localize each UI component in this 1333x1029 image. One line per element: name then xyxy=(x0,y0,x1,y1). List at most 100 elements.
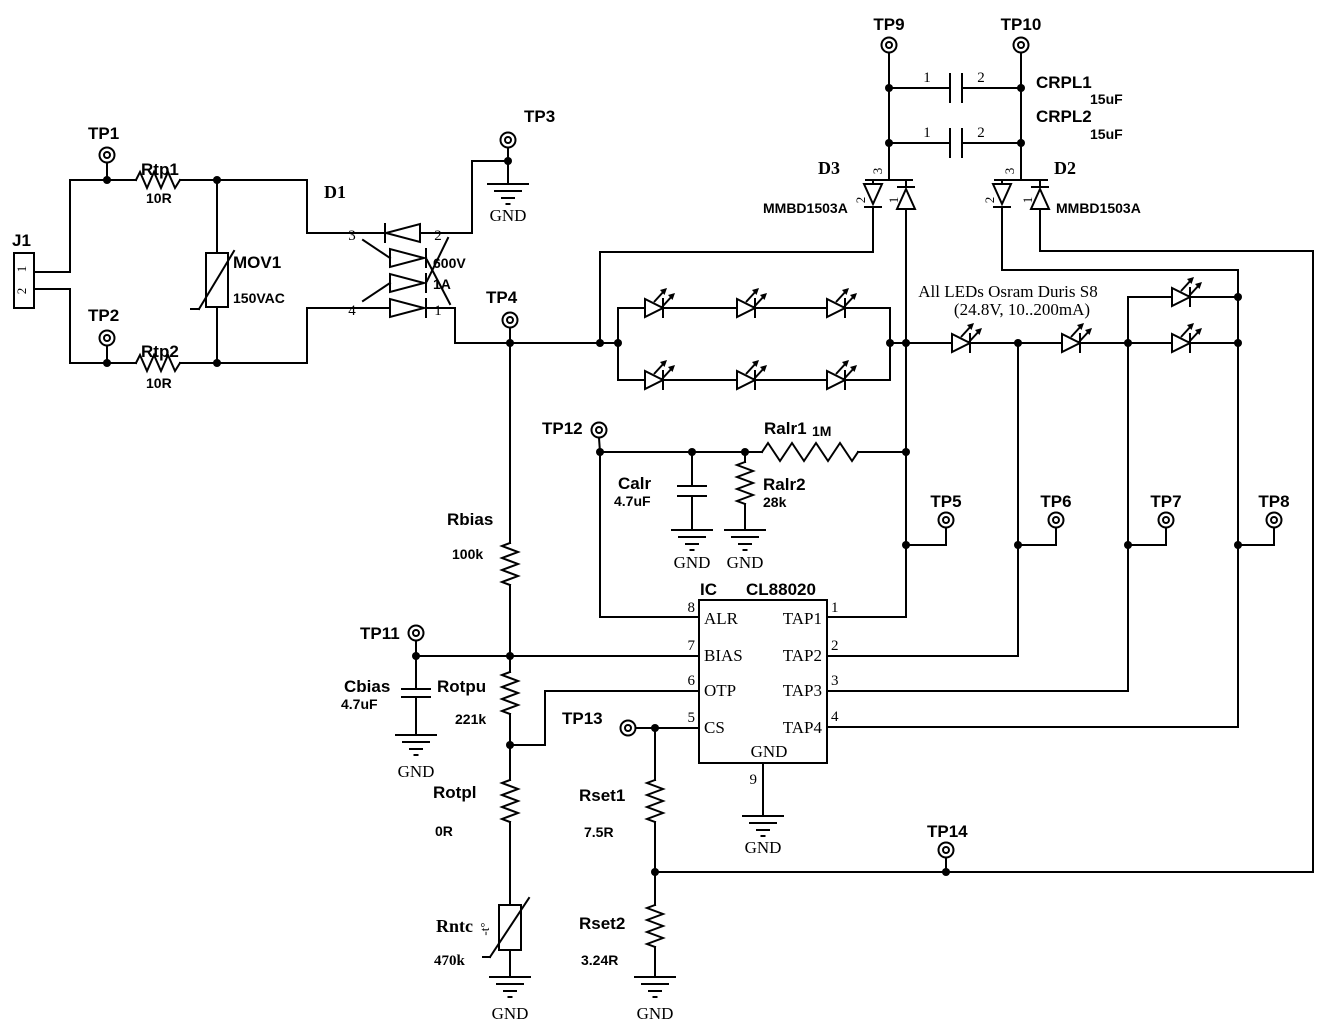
tp2-label: TP2 xyxy=(88,306,119,325)
crpl1-value: 15uF xyxy=(1090,91,1123,107)
gnd-symbol xyxy=(394,734,438,756)
rbias-label: Rbias xyxy=(447,510,493,529)
d1-voltage: 600V xyxy=(433,255,466,271)
gnd-label: GND xyxy=(674,553,711,572)
ralr2-label: Ralr2 xyxy=(763,475,806,494)
rtp1-label: Rtp1 xyxy=(141,160,179,179)
tp14-label: TP14 xyxy=(927,822,968,841)
led xyxy=(1171,276,1203,308)
tp11-pad xyxy=(407,624,425,642)
led xyxy=(1061,322,1093,354)
rset2-label: Rset2 xyxy=(579,914,625,933)
resistor-rbias xyxy=(499,541,521,587)
tp10-pad xyxy=(1012,36,1030,54)
tp9-pad xyxy=(880,36,898,54)
d3-part: MMBD1503A xyxy=(763,200,848,216)
tp9-label: TP9 xyxy=(873,15,904,34)
ic-pin-tap4: TAP4 xyxy=(783,718,823,737)
mov1-label: MOV1 xyxy=(233,253,281,272)
rtp2-value: 10R xyxy=(146,375,172,391)
tp8-pad xyxy=(1265,511,1283,529)
ic-pin-otp: OTP xyxy=(704,681,736,700)
led xyxy=(1171,322,1203,354)
gnd-label: GND xyxy=(637,1004,674,1023)
gnd-symbol xyxy=(486,183,530,205)
cbias-label: Cbias xyxy=(344,677,390,696)
bridge-rectifier-d1 xyxy=(361,222,473,319)
tp13-pad xyxy=(619,719,637,737)
connector-label: J1 xyxy=(12,231,31,250)
d2-pin1-label: 1 xyxy=(1020,197,1035,204)
rbias-value: 100k xyxy=(452,546,483,562)
test-point-symbols xyxy=(98,36,1283,859)
crpl1-pin1: 1 xyxy=(923,70,931,86)
rntc-label: Rntc xyxy=(436,916,473,936)
tp8-label: TP8 xyxy=(1258,492,1289,511)
tp1-label: TP1 xyxy=(88,124,119,143)
tp10-label: TP10 xyxy=(1001,15,1042,34)
d1-pin2-label: 2 xyxy=(434,228,442,244)
cbias-value: 4.7uF xyxy=(341,696,378,712)
rset2-value: 3.24R xyxy=(581,952,618,968)
resistor-rtp2 xyxy=(134,352,182,374)
tp13-label: TP13 xyxy=(562,709,603,728)
d1-label: D1 xyxy=(324,182,346,202)
connector-pin1-label: 1 xyxy=(14,266,29,273)
gnd-symbol xyxy=(723,529,767,551)
d3-label: D3 xyxy=(818,158,840,178)
crpl2-pin1: 1 xyxy=(923,125,931,141)
led xyxy=(736,359,768,391)
ralr1-value: 1M xyxy=(812,423,831,439)
tp1-pad xyxy=(98,146,116,164)
tp4-pad xyxy=(501,311,519,329)
ic-pin-tap3: TAP3 xyxy=(783,681,822,700)
resistor-rotpu xyxy=(499,670,521,716)
connector-pin2-label: 2 xyxy=(14,288,29,295)
gnd-label: GND xyxy=(490,206,527,225)
tp6-pad xyxy=(1047,511,1065,529)
d2-pin2-label: 2 xyxy=(982,197,997,204)
led-note-line2: (24.8V, 10..200mA) xyxy=(954,300,1090,319)
ic-pin6-number: 6 xyxy=(688,673,696,689)
led xyxy=(826,287,858,319)
d3-pin2-label: 2 xyxy=(853,197,868,204)
mov1-value: 150VAC xyxy=(233,290,285,306)
d1-current: 1A xyxy=(433,276,451,292)
d2-pin3-label: 3 xyxy=(1002,168,1017,175)
tp11-label: TP11 xyxy=(360,624,400,643)
ntc-mark: -t° xyxy=(477,922,492,935)
rotpu-label: Rotpu xyxy=(437,677,486,696)
led xyxy=(644,359,676,391)
d3-pin1-label: 1 xyxy=(886,197,901,204)
connector-j1-body xyxy=(13,252,35,309)
tp7-pad xyxy=(1157,511,1175,529)
ic-pin-tap2: TAP2 xyxy=(783,646,822,665)
ic-pin2-number: 2 xyxy=(831,638,839,654)
d1-pin4-label: 4 xyxy=(348,303,356,319)
rset1-label: Rset1 xyxy=(579,786,625,805)
junction-dots xyxy=(103,84,1242,876)
wires xyxy=(13,52,1314,978)
ic-pin-gnd: GND xyxy=(751,742,788,761)
ic-pin1-number: 1 xyxy=(831,600,839,616)
led xyxy=(951,322,983,354)
rtp2-label: Rtp2 xyxy=(141,342,179,361)
resistor-rset2 xyxy=(644,903,666,949)
tp5-pad xyxy=(937,511,955,529)
gnd-label: GND xyxy=(727,553,764,572)
tp4-label: TP4 xyxy=(486,288,518,307)
rotpl-label: Rotpl xyxy=(433,783,476,802)
resistor-rtp1 xyxy=(134,169,182,191)
gnd-label: GND xyxy=(398,762,435,781)
labels: J1 1 2 TP1 TP2 TP3 TP4 TP5 TP6 TP7 TP8 T… xyxy=(12,15,1290,1023)
resistor-rotpl xyxy=(499,778,521,824)
d2-label: D2 xyxy=(1054,158,1076,178)
led-note-line1: All LEDs Osram Duris S8 xyxy=(918,282,1097,301)
led xyxy=(826,359,858,391)
calr-value: 4.7uF xyxy=(614,493,651,509)
crpl2-pin2: 2 xyxy=(977,125,985,141)
ic-pin7-number: 7 xyxy=(688,638,696,654)
ralr1-label: Ralr1 xyxy=(764,419,807,438)
crpl2-value: 15uF xyxy=(1090,126,1123,142)
